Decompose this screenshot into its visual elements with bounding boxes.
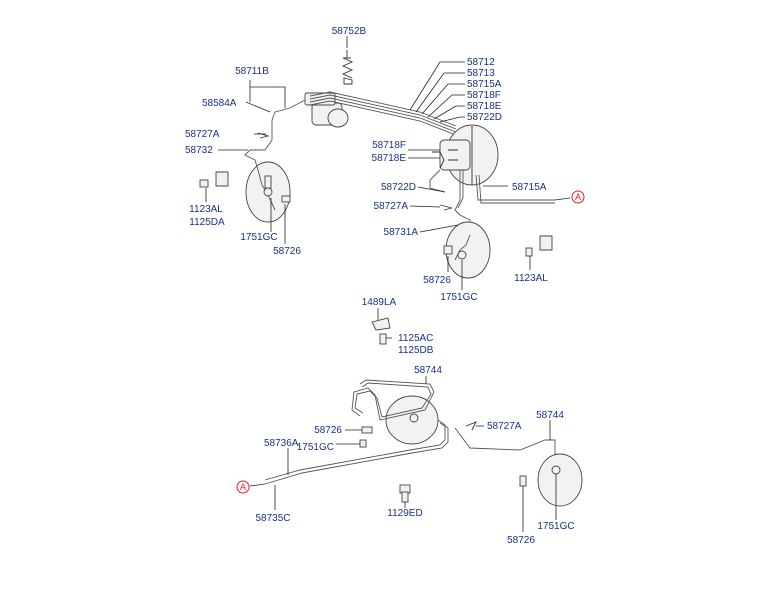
label-1751GC-1: 1751GC [240, 232, 277, 243]
svg-text:A: A [240, 482, 246, 492]
label-1125AC: 1125AC [398, 333, 433, 344]
label-58744-2: 58744 [536, 410, 564, 421]
left-front-brake-assembly [244, 120, 291, 223]
label-58731A: 58731A [384, 227, 419, 238]
upper-tube-bundle [271, 91, 457, 136]
label-58727A-3: 58727A [487, 421, 522, 432]
label-1489LA: 1489LA [362, 297, 397, 308]
clip-58727A-lower [465, 421, 477, 431]
rear-right-brake-assembly [519, 453, 583, 507]
right-front-brake-assembly [443, 221, 491, 279]
booster-lines [429, 169, 555, 235]
label-58718F-2: 58718F [372, 140, 406, 151]
label-1751GC-3: 1751GC [297, 442, 334, 453]
label-58727A-2: 58727A [374, 201, 409, 212]
rear-left-brake-assembly [385, 395, 439, 445]
label-58735C: 58735C [255, 513, 290, 524]
svg-text:A: A [575, 192, 581, 202]
label-1123AL-1: 1123AL [189, 204, 223, 215]
master-cylinder-booster [432, 124, 499, 186]
label-58726-2: 58726 [423, 275, 451, 286]
label-58722D-1: 58722D [467, 112, 502, 123]
bolt-1123AL-left [199, 171, 229, 188]
label-58726-3: 58726 [314, 425, 342, 436]
label-1125DB: 1125DB [398, 345, 434, 356]
screw-1125AC [379, 333, 387, 345]
label-1129ED: 1129ED [387, 508, 422, 519]
spring-part-58752B [341, 50, 354, 85]
label-58584A: 58584A [202, 98, 237, 109]
bracket-1123AL-right [525, 235, 553, 257]
label-58726-4: 58726 [507, 535, 535, 546]
label-58726-1: 58726 [273, 246, 301, 257]
bolt-1751GC-lower [359, 439, 367, 448]
label-1125DA: 1125DA [189, 217, 225, 228]
label-1751GC-2: 1751GC [440, 292, 477, 303]
bolt-58726-lower [361, 426, 373, 434]
label-1123AL-2: 1123AL [514, 273, 548, 284]
label-58715A-1: 58715A [467, 79, 502, 90]
label-58718E-1: 58718E [467, 101, 502, 112]
label-58715A-2: 58715A [512, 182, 547, 193]
label-58752B: 58752B [332, 26, 367, 37]
rear-tube-routing [264, 379, 556, 485]
label-58736A: 58736A [264, 438, 299, 449]
reference-marker-a-upper: A [571, 190, 585, 204]
label-58718E-2: 58718E [372, 153, 407, 164]
label-58712: 58712 [467, 57, 495, 68]
clip-58727A-mid [439, 204, 453, 211]
part-labels: 58752B 58711B 58584A 58727A 58732 1123AL… [185, 26, 575, 546]
label-58732: 58732 [185, 145, 213, 156]
label-58718F-1: 58718F [467, 90, 501, 101]
label-58722D-2: 58722D [381, 182, 416, 193]
label-58713: 58713 [467, 68, 495, 79]
label-58711B: 58711B [235, 66, 269, 77]
label-58727A-1: 58727A [185, 129, 220, 140]
label-1751GC-4: 1751GC [537, 521, 574, 532]
clip-1489LA [371, 317, 391, 331]
valve-block [304, 92, 349, 128]
leader-lines [205, 36, 571, 532]
reference-marker-a-lower: A [236, 480, 250, 494]
label-58744-1: 58744 [414, 365, 442, 376]
bolt-1129ED [399, 484, 411, 503]
